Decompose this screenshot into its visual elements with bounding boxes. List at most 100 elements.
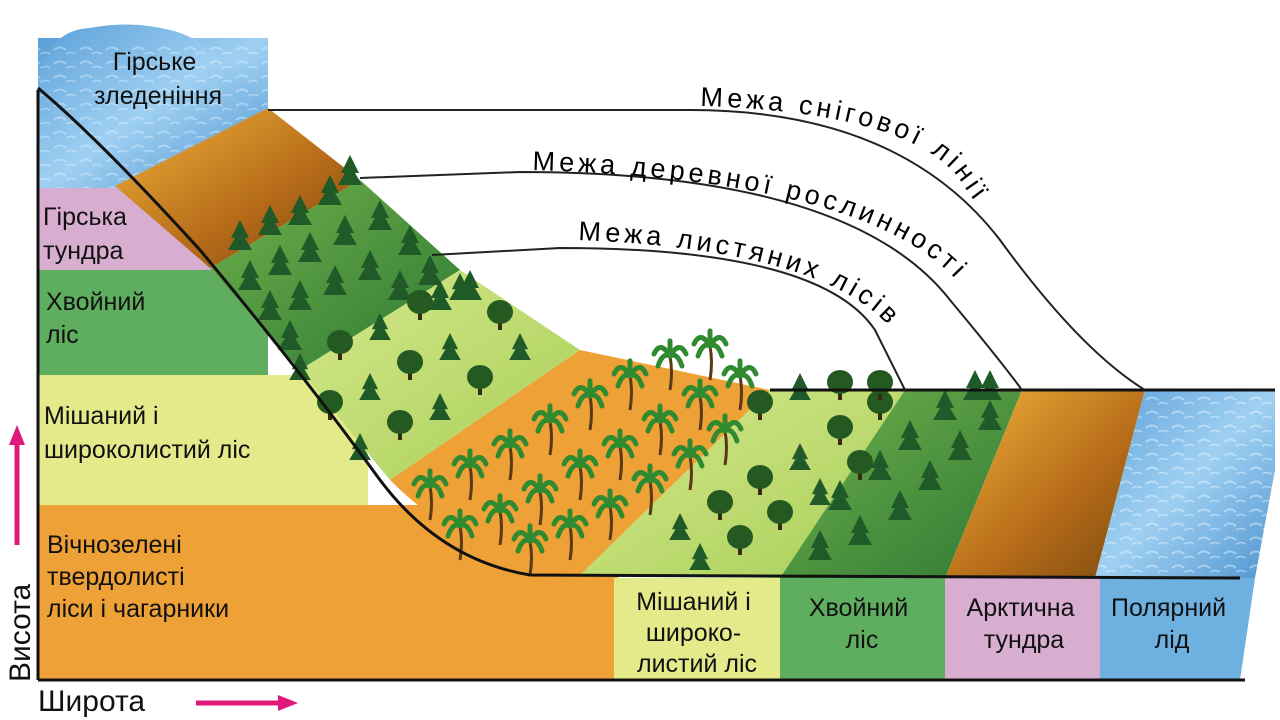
- broadleaf-tree-icon: [467, 365, 493, 395]
- conifer-tree-icon: [369, 313, 391, 340]
- conifer-tree-icon: [318, 175, 342, 205]
- left-zone-labels: Гірське зледеніння Гірська тундра Хвойни…: [43, 48, 250, 623]
- bottom-label-polar-ice: Полярний лід: [1111, 594, 1233, 654]
- broadleaf-tree-icon: [407, 290, 433, 320]
- outline-strokes: [36, 86, 1275, 682]
- bottom-zone-labels: Мішаний і широко- листий ліс Хвойний ліс…: [636, 588, 1233, 678]
- latitude-axis-label: Широта: [38, 685, 145, 718]
- conifer-tree-icon: [978, 370, 1002, 400]
- broadleaf-tree-icon: [867, 370, 893, 400]
- axes: Висота Широта: [4, 425, 298, 718]
- mountain-slope: [38, 24, 1275, 578]
- palm-tree-icon: [611, 358, 649, 411]
- conifer-tree-icon: [789, 443, 811, 470]
- slope-outline: [37, 86, 1241, 580]
- conifer-tree-icon: [789, 373, 811, 400]
- broadleaf-tree-icon: [747, 390, 773, 420]
- broadleaf-tree-icon: [827, 415, 853, 445]
- conifer-tree-icon: [268, 245, 292, 275]
- conifer-tree-icon: [288, 280, 312, 310]
- palm-tree-icon: [441, 508, 479, 561]
- broadleaf-tree-icon: [327, 330, 353, 360]
- conifer-tree-icon: [689, 543, 711, 570]
- mountain-mixed-belt: [300, 270, 580, 480]
- conifer-tree-icon: [338, 155, 362, 185]
- conifer-tree-icon: [933, 390, 957, 420]
- palm-tree-icon: [641, 403, 679, 456]
- conifer-tree-icon: [278, 320, 302, 350]
- palm-tree-icon: [481, 493, 519, 546]
- conifer-tree-icon: [898, 420, 922, 450]
- zone-label-coniferous: Хвойний ліс: [46, 288, 152, 349]
- bottom-zone-bands: [614, 578, 1255, 680]
- trees-layer: [228, 155, 1002, 576]
- broadleaf-tree-icon: [867, 390, 893, 420]
- palm-tree-icon: [511, 523, 549, 576]
- conifer-tree-icon: [238, 260, 262, 290]
- palm-tree-icon: [521, 473, 559, 526]
- palm-tree-icon: [601, 428, 639, 481]
- palm-tree-icon: [571, 378, 609, 431]
- conifer-tree-icon: [323, 265, 347, 295]
- broadleaf-tree-icon: [747, 465, 773, 495]
- zone-label-mixed: Мішаний і широколистий ліс: [44, 402, 250, 464]
- conifer-tree-icon: [359, 373, 381, 400]
- conifer-tree-icon: [868, 450, 892, 480]
- zone-label-mountain-tundra: Гірська тундра: [43, 203, 134, 265]
- conifer-tree-icon: [289, 353, 311, 380]
- palm-tree-icon: [531, 403, 569, 456]
- palm-tree-icon: [721, 358, 759, 411]
- bottom-label-tundra: Арктична тундра: [967, 594, 1082, 654]
- altitude-arrow-head: [9, 425, 25, 445]
- deciduous-line-label: Межа листяних лісів: [578, 216, 908, 332]
- conifer-tree-icon: [398, 225, 422, 255]
- palm-tree-icon: [691, 328, 729, 381]
- bottom-band-polar-ice: [1100, 578, 1255, 680]
- conifer-tree-icon: [258, 205, 282, 235]
- conifer-tree-icon: [439, 333, 461, 360]
- boundary-curves: [268, 109, 1146, 391]
- conifer-tree-icon: [418, 255, 442, 285]
- broadleaf-tree-icon: [387, 410, 413, 440]
- deciduous-line-curve: [431, 246, 906, 391]
- broadleaf-tree-icon: [827, 370, 853, 400]
- palm-tree-icon: [561, 448, 599, 501]
- conifer-tree-icon: [228, 220, 252, 250]
- broadleaf-tree-icon: [397, 350, 423, 380]
- conifer-tree-icon: [918, 460, 942, 490]
- conifer-tree-icon: [358, 250, 382, 280]
- bottom-band-tundra: [945, 578, 1100, 680]
- broadleaf-tree-icon: [727, 525, 753, 555]
- mountain-tundra-belt: [115, 108, 360, 268]
- conifer-tree-icon: [368, 200, 392, 230]
- snow-line-curve: [268, 109, 1146, 391]
- latitude-arrow-head: [278, 695, 298, 711]
- conifer-tree-icon: [963, 370, 987, 400]
- conifer-tree-icon: [509, 333, 531, 360]
- plain-mixed-belt: [580, 390, 905, 578]
- conifer-tree-icon: [388, 270, 412, 300]
- conifer-tree-icon: [848, 515, 872, 545]
- plain-tundra-belt: [945, 390, 1145, 578]
- zone-label-evergreen: Вічнозелені твердолисті ліси і чагарники: [47, 531, 229, 623]
- palm-tree-icon: [651, 338, 689, 391]
- broadleaf-tree-icon: [767, 500, 793, 530]
- conifer-tree-icon: [333, 215, 357, 245]
- conifer-tree-icon: [449, 273, 471, 300]
- conifer-tree-icon: [808, 530, 832, 560]
- conifer-tree-icon: [809, 478, 831, 505]
- polar-ice-texture: [1095, 390, 1275, 578]
- palm-tree-icon: [681, 378, 719, 431]
- palm-tree-icon: [706, 413, 744, 466]
- conifer-tree-icon: [888, 490, 912, 520]
- broadleaf-tree-icon: [487, 300, 513, 330]
- palm-tree-icon: [671, 438, 709, 491]
- conifer-tree-icon: [669, 513, 691, 540]
- conifer-tree-icon: [428, 280, 452, 310]
- palm-tree-icon: [551, 508, 589, 561]
- conifer-tree-icon: [429, 393, 451, 420]
- palm-tree-icon: [491, 428, 529, 481]
- palm-tree-icon: [591, 488, 629, 541]
- conifer-tree-icon: [349, 433, 371, 460]
